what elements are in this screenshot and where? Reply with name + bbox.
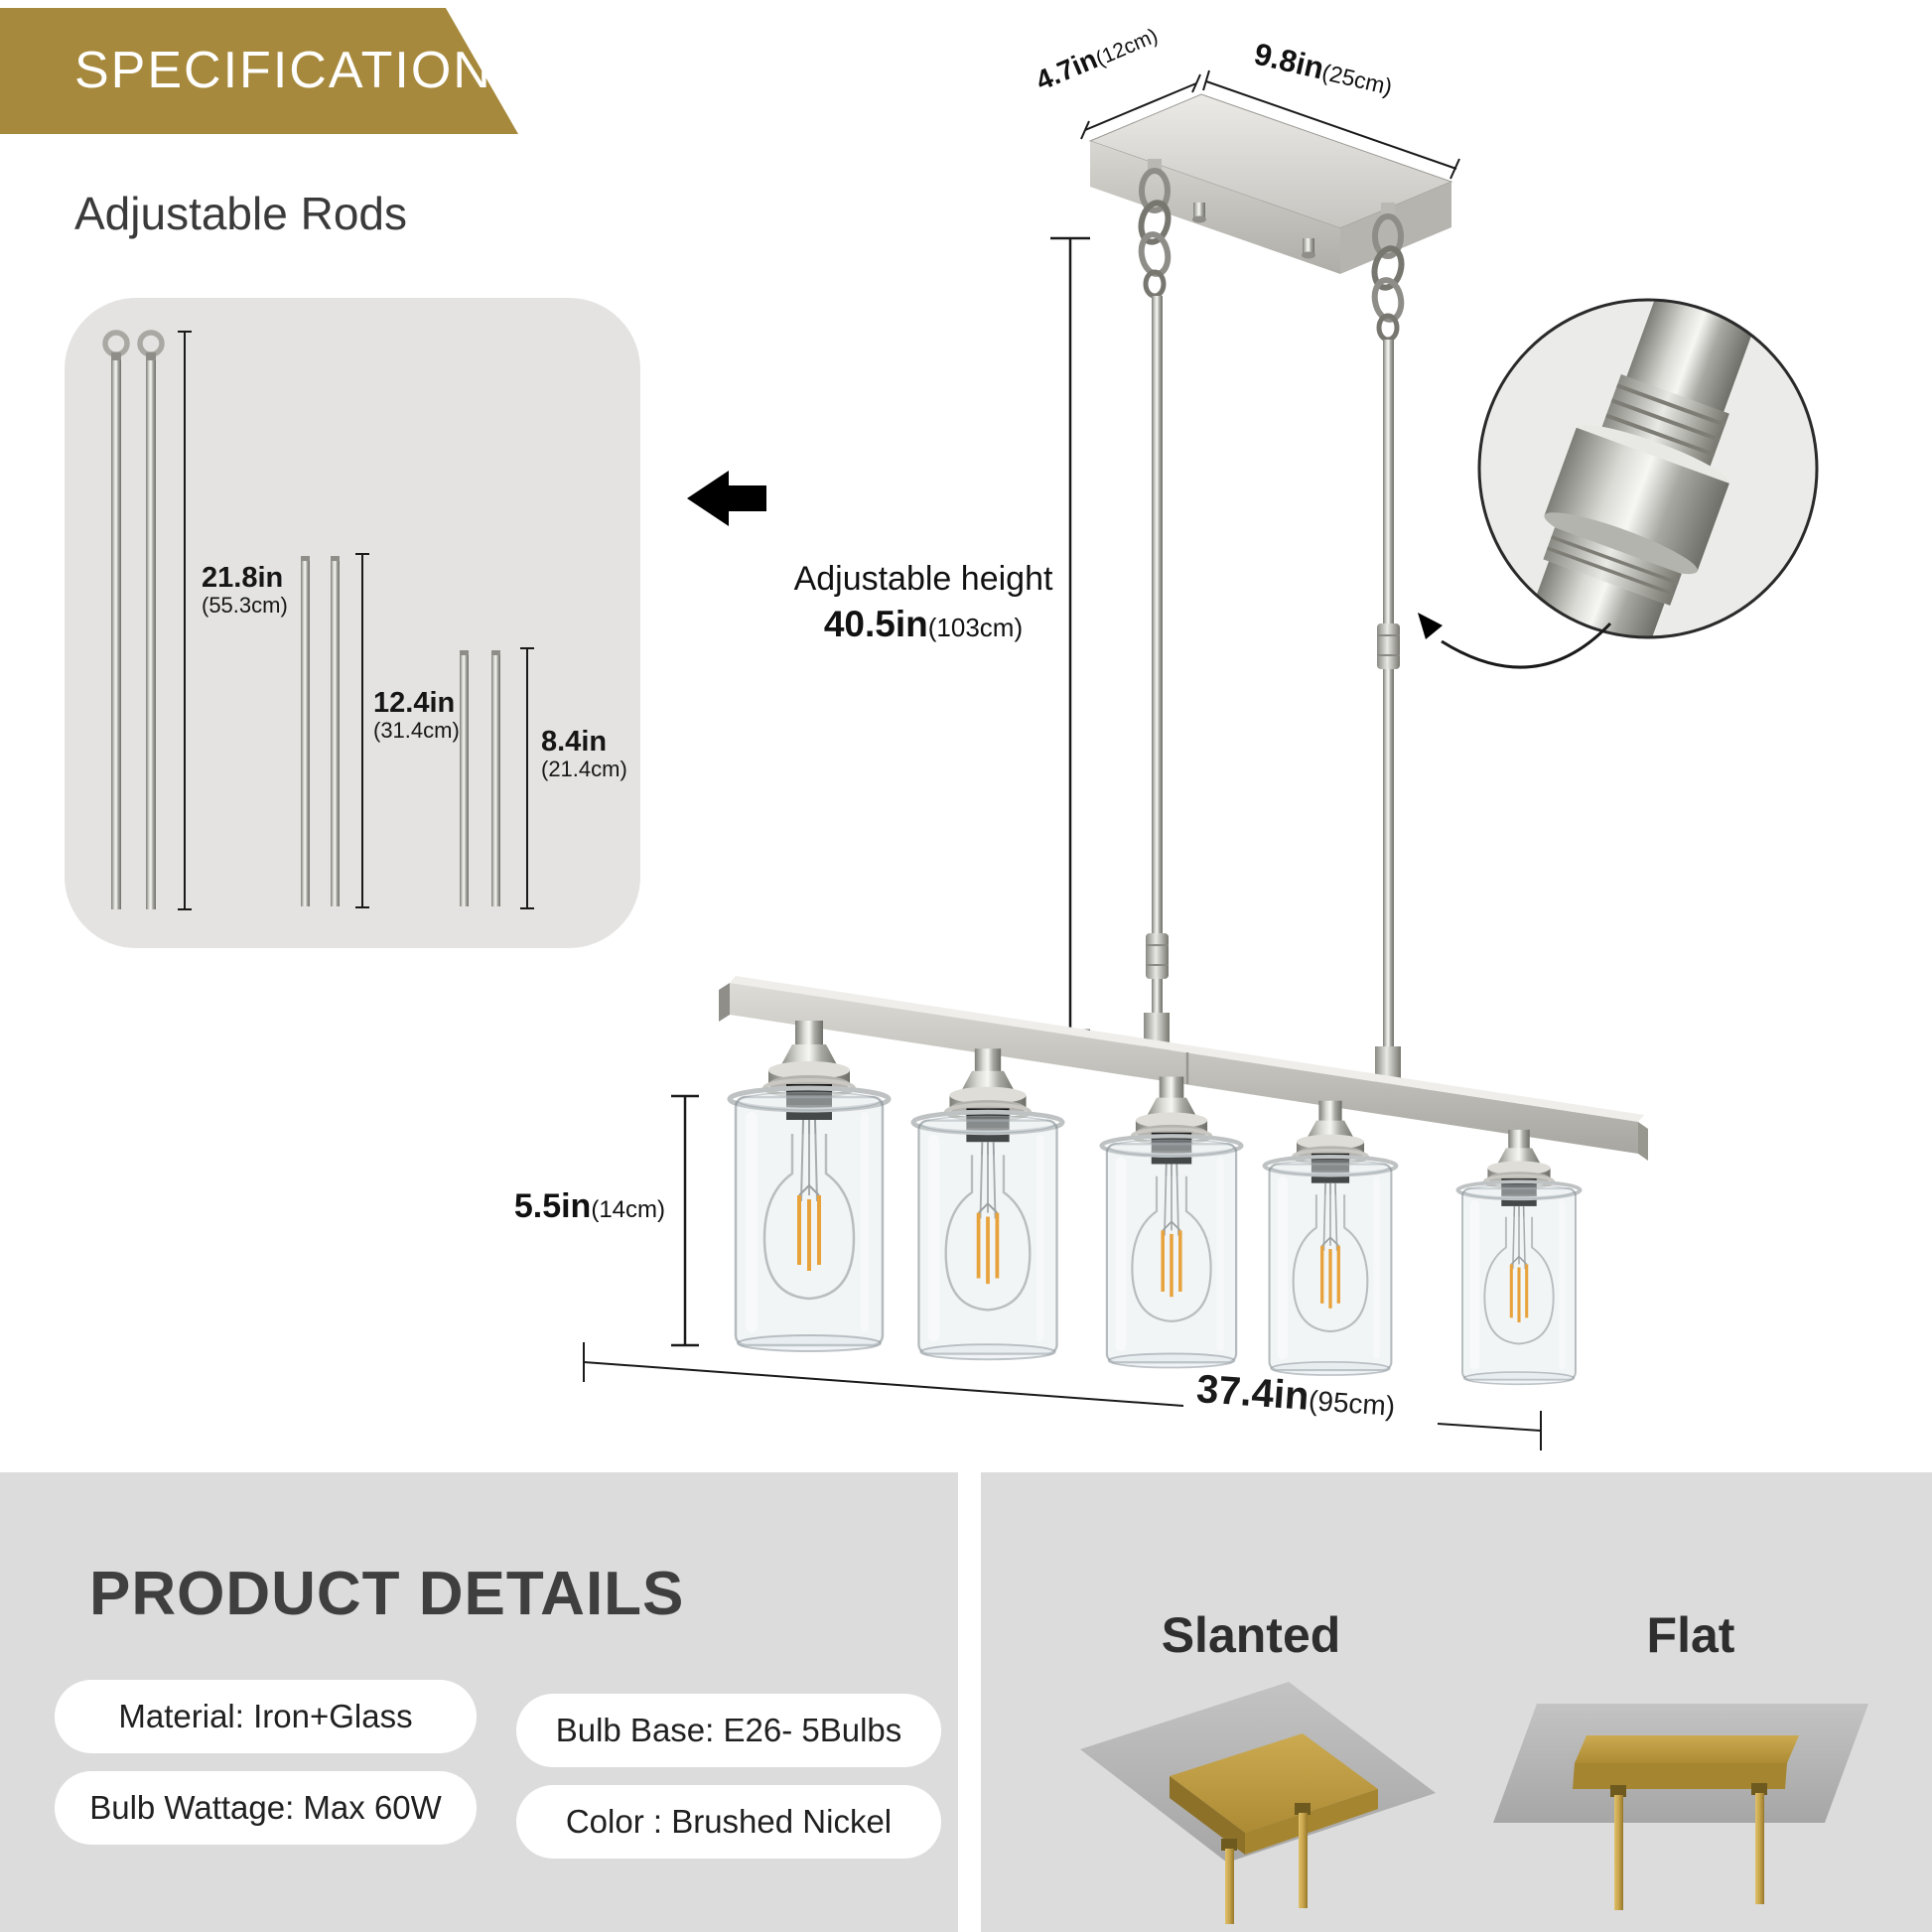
specification-title: SPECIFICATION [74,42,492,99]
fixture-length-in: 37.4in [1194,1367,1311,1419]
mounting-panel [981,1472,1932,1932]
slanted-mount-illustration [1080,1682,1436,1924]
flat-mount-label: Flat [1646,1607,1735,1663]
product-details-heading: PRODUCT DETAILS [89,1560,685,1628]
length-dimension-line [583,1342,1542,1450]
rod-size-mid-in: 12.4in [373,687,456,719]
rods-heading: Adjustable Rods [74,188,407,239]
adjustable-rods-panel [65,298,640,948]
adjustable-height-label: Adjustable height [793,560,1053,598]
rod-size-long-cm: (55.3cm) [202,593,288,619]
rod-size-mid: 12.4in (31.4cm) [373,687,460,744]
ceiling-canopy [1088,93,1453,274]
shade-height-in: 5.5in [513,1187,592,1225]
rod-size-short-in: 8.4in [541,726,608,758]
height-in: 40.5in [823,604,928,644]
left-chain-and-stem [1138,159,1172,1050]
lamp-2 [913,1048,1062,1359]
shade-dimension-line [671,1094,699,1347]
detail-arrowhead-icon [1418,613,1443,639]
spec-pill-material: Material: Iron+Glass [55,1680,477,1753]
rod-size-long: 21.8in (55.3cm) [202,562,288,619]
rods-set-short [460,647,534,909]
lamp-3 [1102,1076,1242,1367]
adjustable-height-value: 40.5in(103cm) [725,604,1122,645]
spec-pill-color: Color : Brushed Nickel [516,1785,941,1859]
lamp-5 [1455,1127,1583,1387]
connector-detail-zoom [1418,298,1819,669]
flat-mount-illustration [1493,1704,1868,1910]
rod-size-short-cm: (21.4cm) [541,757,627,782]
shade-height-label: 5.5in(14cm) [467,1187,665,1226]
lamp-1 [730,1021,889,1351]
rods-set-long [102,330,192,910]
lamp-4 [1265,1101,1397,1375]
fixture-length-cm: (95cm) [1308,1384,1397,1422]
rod-size-long-in: 21.8in [202,562,284,594]
rods-set-mid [301,553,369,908]
canopy-dimension-lines [1080,69,1460,180]
rod-size-short: 8.4in (21.4cm) [541,726,627,782]
right-chain-and-stem [1371,203,1405,1084]
height-cm: (103cm) [927,613,1024,642]
fixture-bar [719,976,1648,1161]
left-arrow-icon [687,471,766,526]
slanted-mount-label: Slanted [1161,1607,1341,1663]
shade-height-cm: (14cm) [591,1196,665,1223]
specification-banner [0,8,518,134]
rod-size-mid-cm: (31.4cm) [373,718,460,744]
spec-pill-wattage: Bulb Wattage: Max 60W [55,1771,477,1845]
spec-pill-bulb-base: Bulb Base: E26- 5Bulbs [516,1694,941,1767]
